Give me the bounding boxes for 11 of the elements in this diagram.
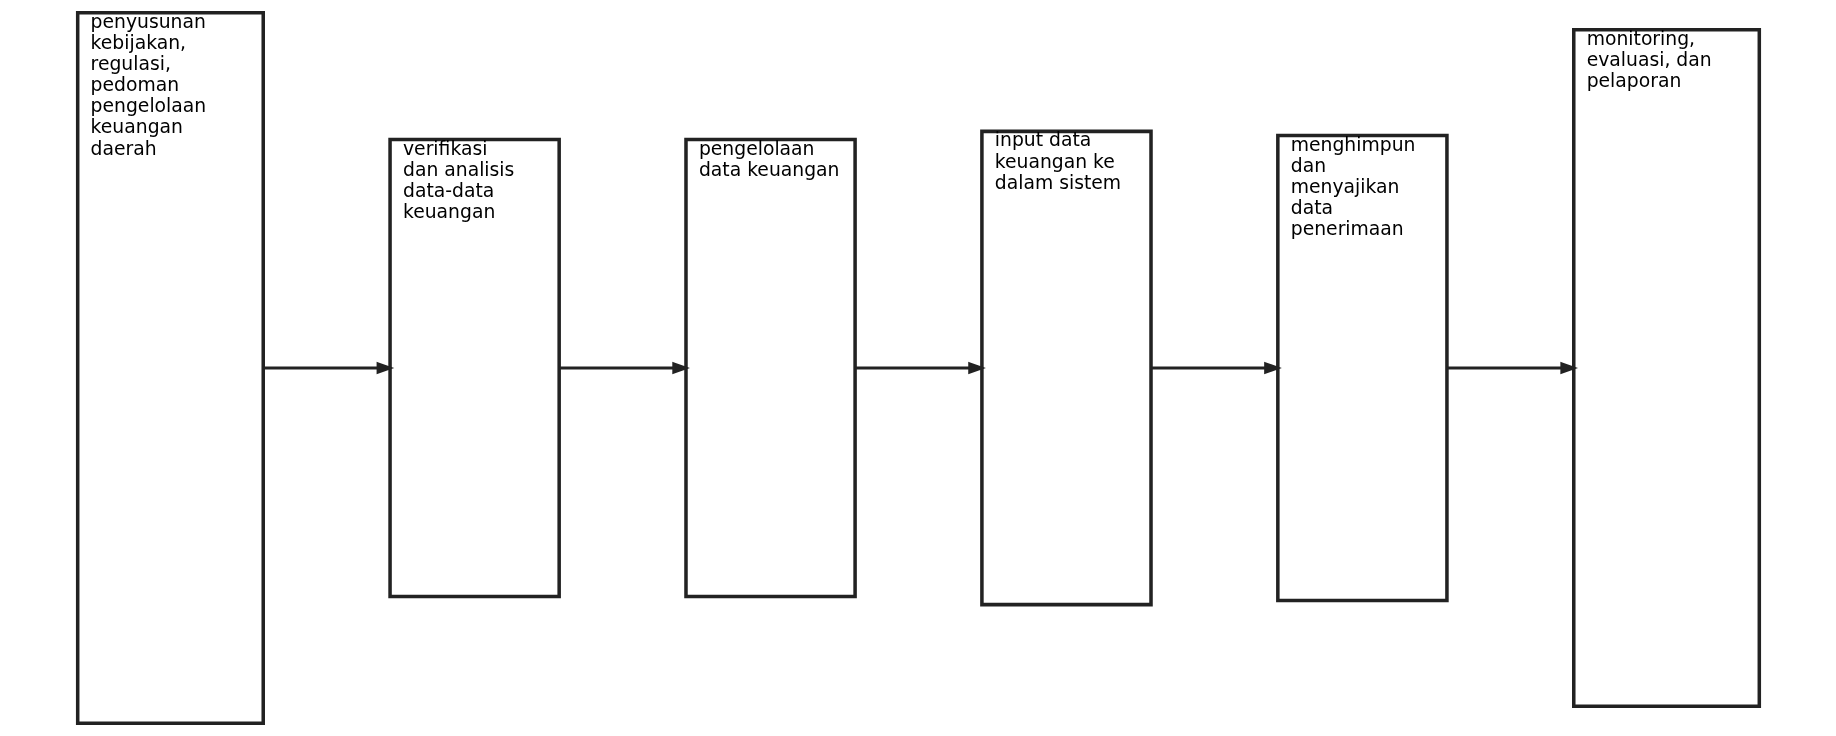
arrow xyxy=(262,361,394,375)
node-box: input data keuangan ke dalam sistem xyxy=(979,129,1153,607)
node-box: pengelolaan data keuangan xyxy=(683,137,857,599)
arrow xyxy=(1150,361,1282,375)
node-box: verifikasi dan analisis data-data keuangan xyxy=(387,137,561,599)
node-box: menghimpun dan menyajikan data penerimaan xyxy=(1275,133,1449,603)
arrow xyxy=(854,361,986,375)
arrow xyxy=(1446,361,1578,375)
node-box: monitoring, evaluasi, dan pelaporan xyxy=(1571,28,1761,708)
node-box: penyusunan kebijakan, regulasi, pedoman pengelolaan keuangan daerah xyxy=(75,11,265,725)
arrow xyxy=(559,361,690,375)
